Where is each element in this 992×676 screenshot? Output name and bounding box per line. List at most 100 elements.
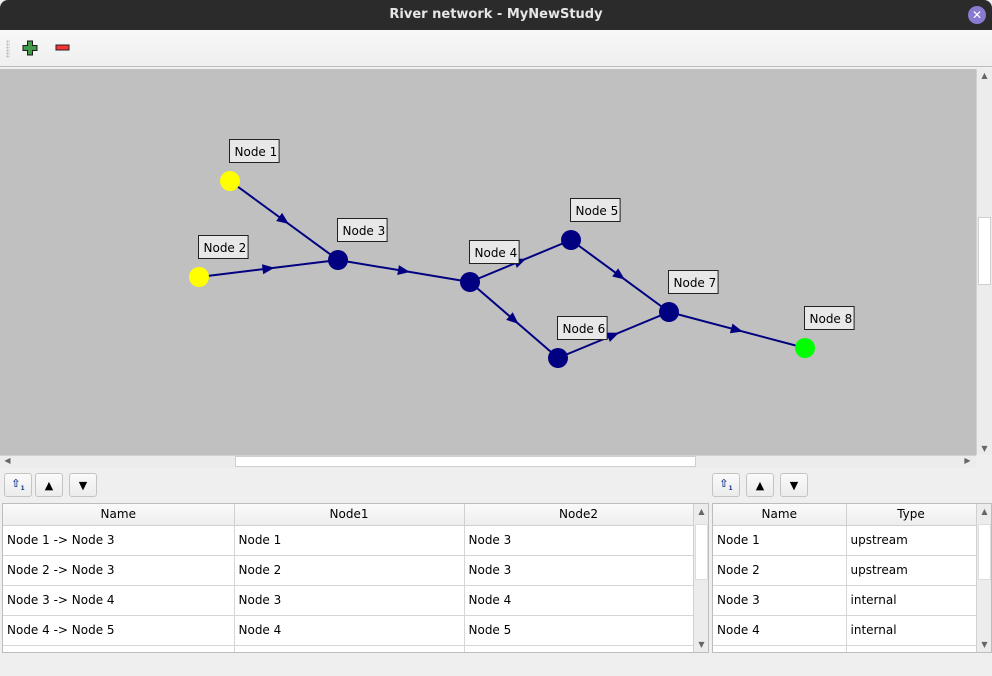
column-header-name[interactable]: Name — [3, 504, 235, 526]
cell-type[interactable]: internal — [846, 585, 977, 616]
node-label-box[interactable] — [229, 139, 280, 163]
node-circle[interactable] — [189, 267, 209, 287]
empty-cell[interactable] — [3, 645, 235, 652]
scrollbar-thumb[interactable] — [978, 524, 991, 580]
table-row[interactable] — [713, 645, 977, 652]
canvas-vertical-scrollbar[interactable]: ▲ ▼ — [976, 69, 992, 455]
node-label-box[interactable] — [557, 316, 608, 340]
cell-name[interactable]: Node 1 -> Node 3 — [3, 525, 235, 556]
node-circle[interactable] — [795, 338, 815, 358]
empty-cell[interactable] — [713, 645, 847, 652]
node-circle[interactable] — [548, 348, 568, 368]
canvas-horizontal-scrollbar[interactable]: ◀ ▶ — [0, 455, 976, 468]
node-circle[interactable] — [460, 272, 480, 292]
arrow-up-icon: ▲ — [44, 478, 54, 492]
node-label: Node 5 — [576, 204, 619, 218]
node-label: Node 1 — [235, 145, 278, 159]
edge-arrow-icon — [729, 323, 743, 334]
cell-node1[interactable]: Node 3 — [234, 585, 465, 616]
move-down-button[interactable]: ▼ — [69, 473, 97, 497]
node-label: Node 3 — [343, 224, 386, 238]
cell-name[interactable]: Node 2 -> Node 3 — [3, 555, 235, 586]
cell-name[interactable]: Node 4 — [713, 615, 847, 646]
plus-icon — [22, 40, 38, 56]
move-down-button[interactable]: ▼ — [780, 473, 808, 497]
edges-table-scrollbar[interactable]: ▲ ▼ — [693, 504, 708, 652]
column-header-node1[interactable]: Node1 — [234, 504, 465, 526]
empty-cell[interactable] — [464, 645, 694, 652]
arrow-down-icon: ▼ — [789, 478, 799, 492]
cell-name[interactable]: Node 3 -> Node 4 — [3, 585, 235, 616]
node-label-box[interactable] — [469, 240, 520, 264]
cell-node2[interactable]: Node 3 — [464, 555, 694, 586]
scrollbar-thumb[interactable] — [695, 524, 708, 580]
cell-name[interactable]: Node 3 — [713, 585, 847, 616]
table-row[interactable] — [3, 645, 694, 652]
column-header-node2[interactable]: Node2 — [464, 504, 694, 526]
node-label-box[interactable] — [198, 235, 249, 259]
edge-arrow-icon — [261, 264, 275, 275]
close-icon[interactable]: ✕ — [968, 6, 986, 24]
toolbar — [0, 30, 992, 67]
cell-node2[interactable]: Node 3 — [464, 525, 694, 556]
title-bar: River network - MyNewStudy ✕ — [0, 0, 992, 30]
remove-node-button[interactable] — [52, 38, 74, 58]
column-header-type[interactable]: Type — [846, 504, 977, 526]
node-label-box[interactable] — [804, 306, 855, 330]
cell-node1[interactable]: Node 4 — [234, 615, 465, 646]
sort-icon: ⇧1 — [11, 477, 25, 493]
arrow-up-icon: ▲ — [755, 478, 765, 492]
cell-name[interactable]: Node 1 — [713, 525, 847, 556]
node-label: Node 8 — [810, 312, 853, 326]
edge-arrow-icon — [397, 265, 410, 275]
minus-icon — [55, 44, 70, 51]
move-up-button[interactable]: ▲ — [746, 473, 774, 497]
node-label-box[interactable] — [570, 198, 621, 222]
status-bar — [0, 654, 992, 676]
node-label: Node 7 — [674, 276, 717, 290]
node-label: Node 4 — [475, 246, 518, 260]
node-circle[interactable] — [561, 230, 581, 250]
edge-arrow-icon — [506, 312, 519, 324]
cell-type[interactable]: upstream — [846, 555, 977, 586]
edge-arrow-icon — [606, 332, 620, 342]
sort-button[interactable]: ⇧1 — [4, 473, 32, 497]
node-circle[interactable] — [220, 171, 240, 191]
cell-type[interactable]: upstream — [846, 525, 977, 556]
cell-node2[interactable]: Node 4 — [464, 585, 694, 616]
cell-name[interactable]: Node 4 -> Node 5 — [3, 615, 235, 646]
nodes-table-scrollbar[interactable]: ▲ ▼ — [976, 504, 991, 652]
empty-cell[interactable] — [846, 645, 977, 652]
column-header-name[interactable]: Name — [713, 504, 847, 526]
node-label-box[interactable] — [337, 218, 388, 242]
sort-button[interactable]: ⇧1 — [712, 473, 740, 497]
scrollbar-thumb[interactable] — [235, 456, 696, 467]
node-label-box[interactable] — [668, 270, 719, 294]
move-up-button[interactable]: ▲ — [35, 473, 63, 497]
cell-node1[interactable]: Node 1 — [234, 525, 465, 556]
add-node-button[interactable] — [19, 38, 41, 58]
node-circle[interactable] — [659, 302, 679, 322]
cell-name[interactable]: Node 2 — [713, 555, 847, 586]
window-title: River network - MyNewStudy — [389, 7, 603, 22]
toolbar-grip[interactable] — [6, 40, 10, 58]
sort-icon: ⇧1 — [719, 477, 733, 493]
node-circle[interactable] — [328, 250, 348, 270]
cell-node1[interactable]: Node 2 — [234, 555, 465, 586]
empty-cell[interactable] — [234, 645, 465, 652]
cell-node2[interactable]: Node 5 — [464, 615, 694, 646]
scrollbar-thumb[interactable] — [978, 217, 991, 285]
cell-type[interactable]: internal — [846, 615, 977, 646]
